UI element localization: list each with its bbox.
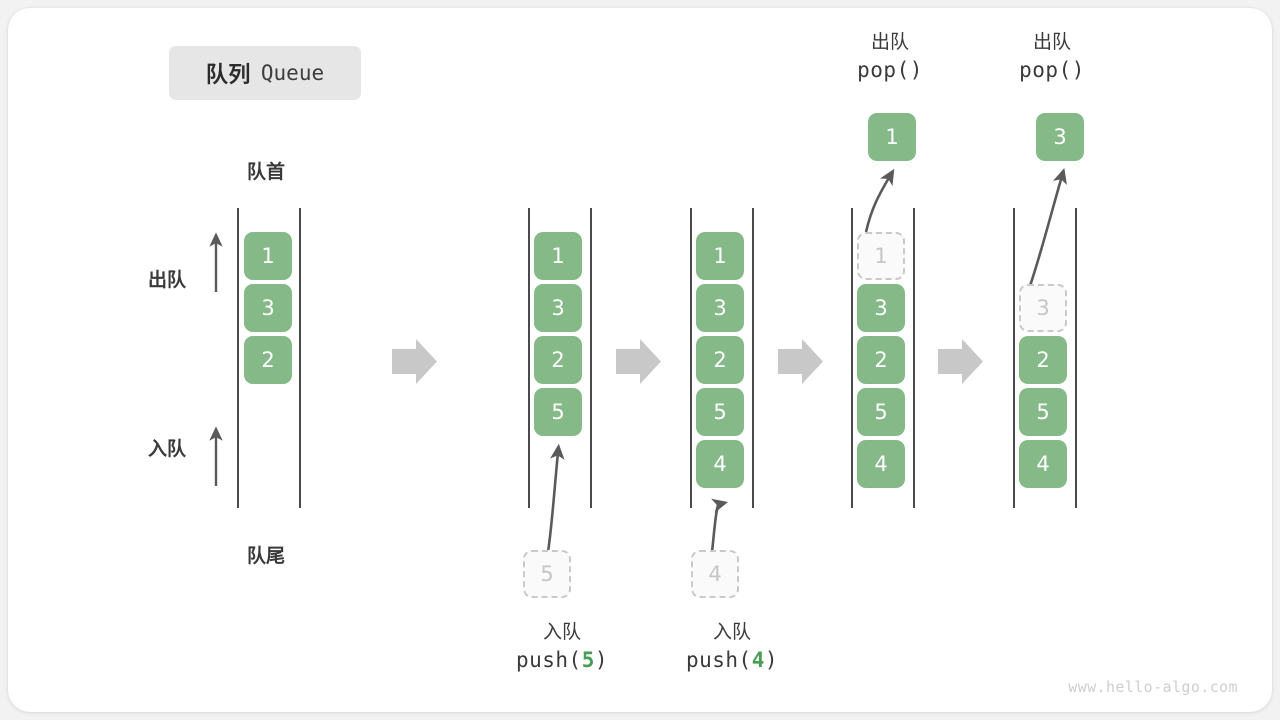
queue-rail-right-4 [913, 208, 915, 508]
push5-caption-cn: 入队 [542, 622, 581, 643]
pop1-caption-code: pop() [857, 57, 923, 82]
push5-code-arg: 5 [581, 647, 595, 672]
incoming-ghost-cell: 4 [691, 550, 739, 598]
queue-cell: 1 [857, 232, 905, 280]
queue-cell: 2 [244, 336, 292, 384]
push4-caption-cn: 入队 [712, 622, 751, 643]
queue-cell: 4 [1019, 440, 1067, 488]
queue-cell: 3 [1019, 284, 1067, 332]
queue-rail-left-4 [851, 208, 853, 508]
pop1-caption: 出队 pop() [790, 30, 990, 84]
push4-code-suffix: ) [764, 647, 779, 672]
queue-cell: 5 [696, 388, 744, 436]
queue-cell: 3 [857, 284, 905, 332]
queue-rail-right-1 [299, 208, 301, 508]
enqueue-label: 入队 [148, 439, 187, 460]
queue-rail-right-5 [1075, 208, 1077, 508]
queue-cell: 3 [696, 284, 744, 332]
title-english: Queue [260, 61, 325, 85]
queue-cell: 5 [1019, 388, 1067, 436]
queue-rail-left-5 [1013, 208, 1015, 508]
queue-cell: 1 [534, 232, 582, 280]
queue-rail-left-2 [528, 208, 530, 508]
pop2-caption-cn: 出队 [1032, 32, 1071, 53]
incoming-ghost-cell: 5 [523, 550, 571, 598]
popped-cell: 3 [1036, 113, 1084, 161]
pop2-caption: 出队 pop() [952, 30, 1152, 84]
push5-caption-code: push(5) [462, 646, 662, 674]
queue-rail-left-1 [237, 208, 239, 508]
popped-cell: 1 [868, 113, 916, 161]
push5-code-prefix: push( [515, 647, 582, 672]
queue-cell: 2 [696, 336, 744, 384]
queue-cell: 3 [534, 284, 582, 332]
queue-cell: 2 [857, 336, 905, 384]
head-label: 队首 [246, 162, 285, 183]
queue-rail-left-3 [690, 208, 692, 508]
diagram-card [8, 8, 1272, 712]
pop1-caption-cn: 出队 [870, 32, 909, 53]
queue-rail-right-3 [752, 208, 754, 508]
queue-cell: 4 [696, 440, 744, 488]
queue-cell: 5 [857, 388, 905, 436]
push5-caption: 入队 push(5) [462, 620, 662, 674]
pop2-caption-code: pop() [1019, 57, 1085, 82]
push4-caption: 入队 push(4) [632, 620, 832, 674]
diagram-title-chip: 队列 Queue [169, 46, 361, 100]
queue-cell: 1 [696, 232, 744, 280]
watermark: www.hello-algo.com [1068, 678, 1238, 696]
queue-cell: 2 [1019, 336, 1067, 384]
queue-cell: 4 [857, 440, 905, 488]
queue-rail-right-2 [590, 208, 592, 508]
push4-code-arg: 4 [751, 647, 765, 672]
push5-code-suffix: ) [594, 647, 609, 672]
queue-cell: 1 [244, 232, 292, 280]
tail-label: 队尾 [246, 546, 285, 567]
push4-code-prefix: push( [685, 647, 752, 672]
queue-cell: 2 [534, 336, 582, 384]
title-chinese: 队列 [205, 62, 251, 87]
queue-cell: 5 [534, 388, 582, 436]
dequeue-label: 出队 [148, 270, 187, 291]
queue-cell: 3 [244, 284, 292, 332]
push4-caption-code: push(4) [632, 646, 832, 674]
